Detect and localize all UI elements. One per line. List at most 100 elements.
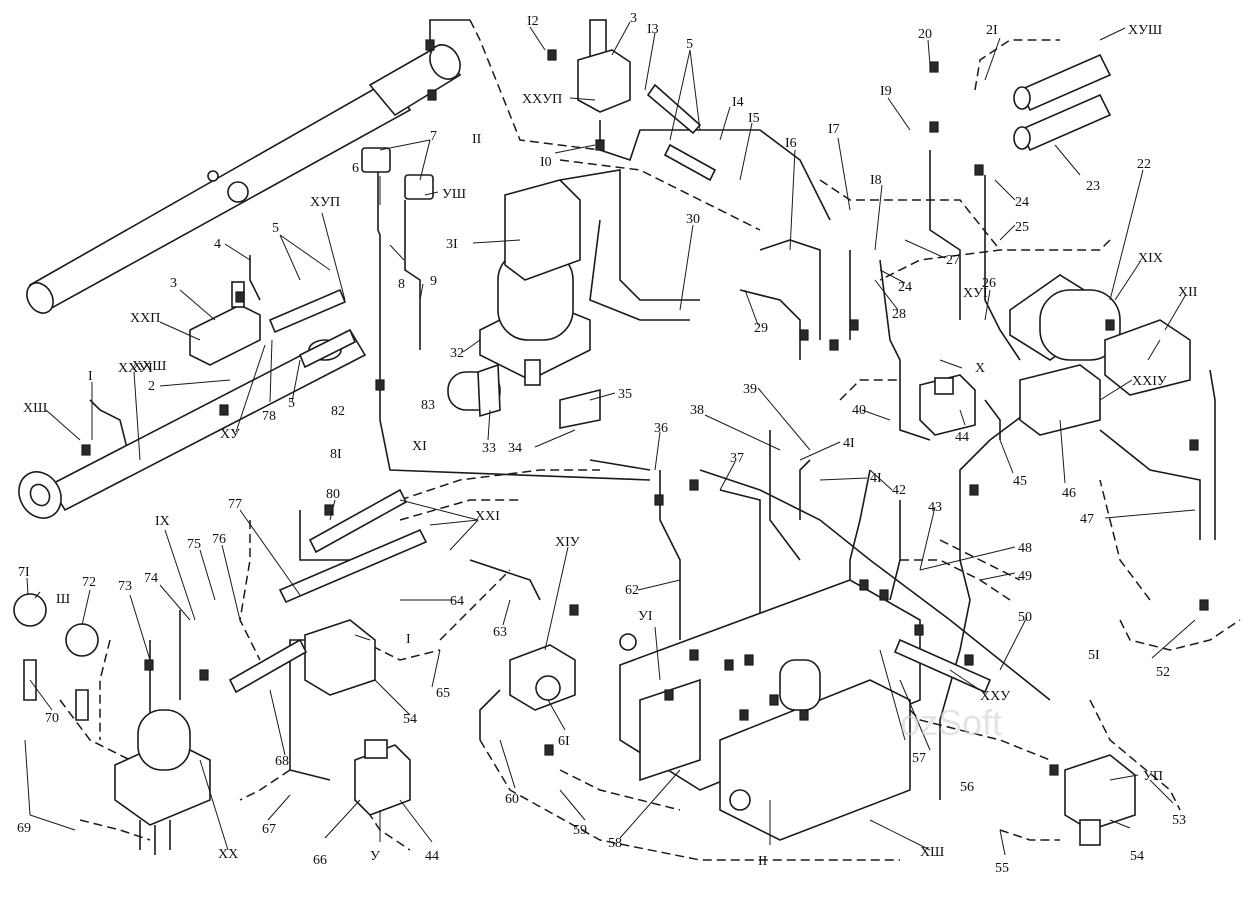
label-60: 60 [505, 792, 519, 807]
label-50: 50 [1018, 610, 1032, 625]
label-19: I9 [880, 84, 892, 99]
label-roman-XVII: XУП [310, 195, 340, 210]
label-15: I5 [748, 111, 760, 126]
label-25: 25 [1015, 220, 1029, 235]
pump-unit [114, 709, 211, 855]
label-roman-XIII-block: XШ [920, 845, 944, 860]
valve-54-right [1064, 754, 1136, 846]
label-roman-XXV: XXУ [980, 689, 1010, 704]
label-57: 57 [912, 751, 926, 766]
label-roman-VII: УП [1143, 769, 1163, 784]
label-29: 29 [754, 321, 768, 336]
tee-35 [559, 388, 601, 429]
label-72: 72 [82, 575, 96, 590]
label-33: 33 [482, 441, 496, 456]
label-49: 49 [1018, 569, 1032, 584]
label-55: 55 [995, 861, 1009, 876]
label-4: 4 [214, 237, 221, 252]
label-53: 53 [1172, 813, 1186, 828]
label-61: 6I [558, 734, 570, 749]
label-44-bottom: 44 [425, 849, 439, 864]
label-24-mid: 24 [898, 280, 912, 295]
label-67: 67 [262, 822, 276, 837]
label-roman-XIX: XIX [1138, 251, 1163, 266]
label-26: 26 [982, 276, 996, 291]
label-81: 8I [330, 447, 342, 462]
label-77: 77 [228, 497, 242, 512]
electrohydraulic-unit [479, 179, 591, 386]
label-41-lower: 4I [870, 471, 882, 486]
label-83: 83 [421, 398, 435, 413]
label-roman-XXIII: XXШ [132, 359, 166, 374]
label-roman-XI: XI [412, 439, 427, 454]
label-roman-I-valve: I [406, 632, 411, 647]
label-21: 2I [986, 23, 998, 38]
label-roman-XV: XУ [220, 427, 240, 442]
distributor-valve-small [189, 281, 261, 366]
label-roman-XIV: XIУ [555, 535, 580, 550]
label-37: 37 [730, 451, 744, 466]
hoses [228, 83, 992, 694]
label-roman-XXVI: XXУI [118, 361, 153, 376]
label-69: 69 [17, 821, 31, 836]
label-23: 23 [1086, 179, 1100, 194]
label-44-mid: 44 [955, 430, 969, 445]
label-5-left: 5 [272, 221, 279, 236]
label-27: 27 [946, 253, 960, 268]
label-39: 39 [743, 382, 757, 397]
leader-lines [24, 21, 1196, 856]
label-38: 38 [690, 403, 704, 418]
label-10: I0 [540, 155, 552, 170]
label-24-right: 24 [1015, 195, 1029, 210]
label-roman-X: X [975, 361, 985, 376]
label-roman-XXII: XXП [130, 311, 160, 326]
label-73: 73 [118, 579, 132, 594]
label-roman-XVIII: XУШ [1128, 23, 1162, 38]
label-71: 7I [18, 565, 30, 580]
label-roman-III: Ш [56, 592, 70, 607]
label-roman-XVI: XУI [963, 286, 988, 301]
gauges [13, 593, 99, 721]
label-roman-VI: УI [638, 609, 653, 624]
label-48: 48 [1018, 541, 1032, 556]
fittings [81, 39, 1209, 776]
label-22: 22 [1137, 157, 1151, 172]
label-82: 82 [331, 404, 345, 419]
label-roman-XX: XX [218, 847, 238, 862]
label-76: 76 [212, 532, 226, 547]
label-roman-XIII-left: XШ [23, 401, 47, 416]
label-34: 34 [508, 441, 522, 456]
label-66: 66 [313, 853, 327, 868]
label-40: 40 [852, 403, 866, 418]
label-35: 35 [618, 387, 632, 402]
label-64: 64 [450, 594, 464, 609]
valve-54-left [304, 619, 376, 696]
label-18: I8 [870, 173, 882, 188]
label-8: 8 [398, 277, 405, 292]
label-17: I7 [828, 122, 840, 137]
label-roman-XII: XII [1178, 285, 1198, 300]
label-5-lower: 5 [288, 396, 295, 411]
electric-motor-small [447, 363, 501, 418]
label-32: 32 [450, 346, 464, 361]
hydraulic-motor [1009, 274, 1191, 436]
cylinder-pair-right [1013, 53, 1112, 152]
label-41-upper: 4I [843, 436, 855, 451]
label-54-left: 54 [403, 712, 417, 727]
label-9: 9 [430, 274, 437, 289]
label-47: 47 [1080, 512, 1094, 527]
label-roman-VIII: УШ [442, 187, 466, 202]
label-45: 45 [1013, 474, 1027, 489]
valve-61 [509, 633, 637, 711]
label-11: II [472, 132, 482, 147]
label-12: I2 [527, 14, 539, 29]
label-6: 6 [352, 161, 359, 176]
label-52: 52 [1156, 665, 1170, 680]
label-59: 59 [573, 823, 587, 838]
label-68: 68 [275, 754, 289, 769]
label-20: 20 [918, 27, 932, 42]
watermark: ozSoft [900, 702, 1002, 743]
label-16: I6 [785, 136, 797, 151]
label-31: 3I [446, 237, 458, 252]
label-roman-IX: IX [155, 514, 170, 529]
